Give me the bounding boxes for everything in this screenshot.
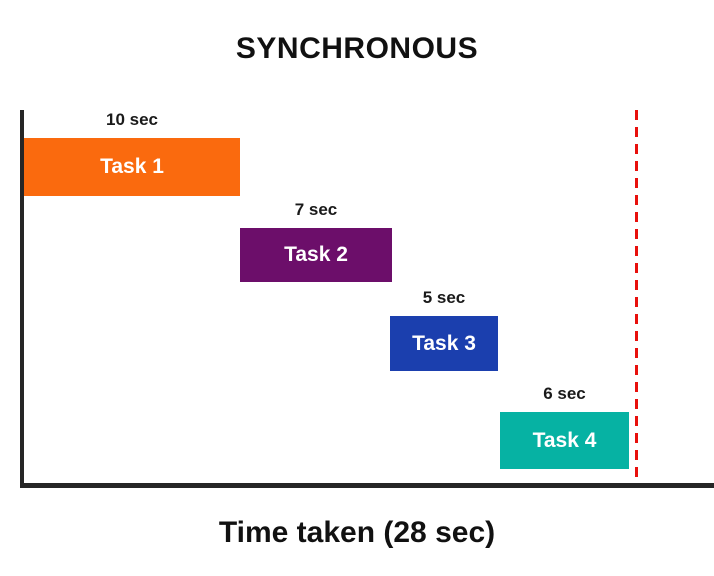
- x-axis-line: [20, 483, 714, 488]
- task-1-duration-label: 10 sec: [106, 110, 158, 129]
- task-3-bar: Task 3: [390, 316, 498, 371]
- x-axis-caption: Time taken (28 sec): [218, 516, 496, 549]
- task-2-bar: Task 2: [240, 228, 392, 282]
- task-2-bar-label: Task 2: [284, 243, 348, 266]
- task-2-duration-label: 7 sec: [294, 200, 338, 219]
- task-4-bar-label: Task 4: [532, 428, 597, 452]
- task-1-bar: Task 1: [24, 138, 240, 196]
- task-3-bar-label: Task 3: [412, 331, 476, 355]
- total-time-deadline-dashed-line: [635, 110, 638, 483]
- task-1-bar-label: Task 1: [100, 155, 164, 178]
- y-axis-line: [20, 110, 24, 488]
- chart-title: SYNCHRONOUS: [235, 32, 479, 65]
- task-3-duration-label: 5 sec: [422, 288, 466, 307]
- task-4-duration-label: 6 sec: [543, 384, 586, 403]
- task-4-bar: Task 4: [500, 412, 629, 469]
